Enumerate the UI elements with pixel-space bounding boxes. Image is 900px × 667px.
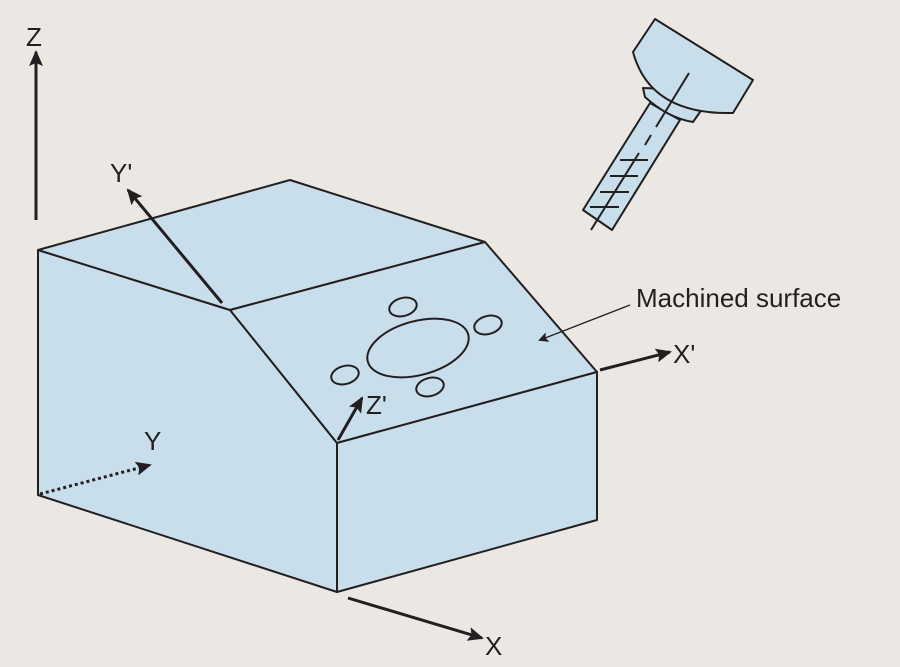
machined-surface-leader xyxy=(538,304,631,342)
workpiece-block xyxy=(37,179,598,593)
bolt-hole xyxy=(330,364,360,386)
right-face xyxy=(336,371,598,593)
x-prime-axis-label: X' xyxy=(673,339,695,369)
y-prime-axis-arrow xyxy=(126,188,224,304)
cutting-tool xyxy=(582,18,754,231)
x-axis-arrow xyxy=(347,596,484,641)
bolt-hole xyxy=(388,296,418,318)
machined-surface-label: Machined surface xyxy=(636,283,841,313)
z-axis-label: Z xyxy=(26,22,42,52)
bolt-hole xyxy=(473,314,503,336)
bolt-hole xyxy=(415,376,445,398)
y-axis-label: Y xyxy=(144,426,161,456)
x-axis-label: X xyxy=(485,631,502,661)
x-prime-axis-arrow xyxy=(599,348,672,372)
center-bore xyxy=(366,317,470,379)
tool-flutes xyxy=(590,159,648,208)
z-prime-axis-arrow xyxy=(336,396,364,441)
y-axis-arrow xyxy=(39,461,152,496)
tool-centerline xyxy=(655,72,690,128)
hole-pattern xyxy=(330,296,503,398)
z-prime-axis-label: Z' xyxy=(366,390,387,420)
y-prime-axis-label: Y' xyxy=(110,158,132,188)
